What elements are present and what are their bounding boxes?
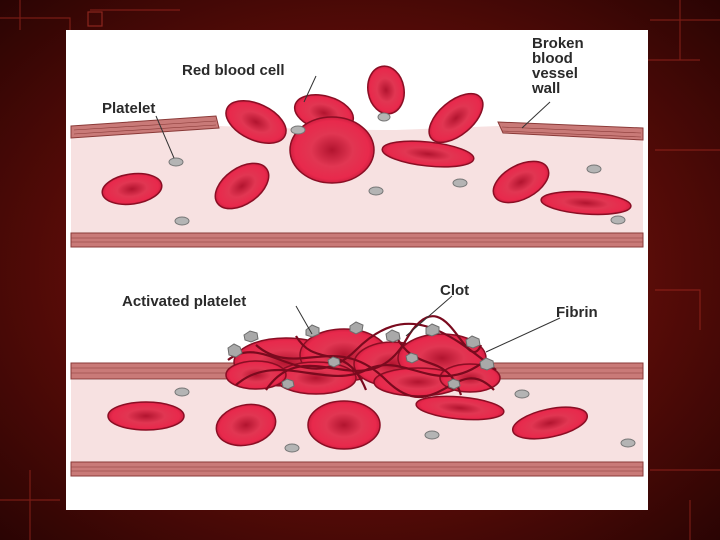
- platelet: [168, 157, 184, 167]
- red-blood-cell: [367, 65, 405, 115]
- platelet: [174, 216, 190, 226]
- top-wall-left: [70, 115, 220, 139]
- platelet: [290, 125, 306, 135]
- red-blood-cell: [214, 162, 270, 210]
- red-blood-cell: [428, 92, 484, 144]
- red-blood-cell: [540, 190, 632, 216]
- label-red-blood-cell: Red blood cell: [182, 62, 285, 79]
- red-blood-cell: [415, 395, 505, 421]
- platelet: [368, 186, 384, 196]
- red-blood-cell: [107, 401, 185, 431]
- platelet: [284, 443, 300, 453]
- top-red-blood-cells: [101, 65, 632, 216]
- red-blood-cell: [492, 160, 550, 204]
- red-blood-cell: [511, 406, 589, 440]
- red-blood-cell: [215, 403, 277, 447]
- red-blood-cell: [307, 400, 381, 450]
- platelet: [620, 438, 636, 448]
- platelet: [452, 178, 468, 188]
- top-wall-bottom: [70, 232, 644, 248]
- bottom-platelets: [174, 387, 636, 453]
- clot: [225, 315, 501, 399]
- red-blood-cell: [381, 140, 475, 168]
- platelet: [514, 389, 530, 399]
- platelet: [377, 112, 391, 122]
- label-platelet: Platelet: [102, 100, 155, 117]
- platelet: [586, 164, 602, 174]
- blood-clot-diagram: Red blood cell Platelet Broken blood ves…: [70, 35, 644, 477]
- bottom-labels: Activated platelet Clot Fibrin: [122, 282, 598, 353]
- activated-platelets: [227, 321, 495, 390]
- label-activated-platelet: Activated platelet: [122, 293, 246, 310]
- top-labels: Red blood cell Platelet Broken blood ves…: [102, 35, 584, 159]
- label-clot: Clot: [440, 282, 469, 299]
- bottom-wall-bottom: [70, 461, 644, 477]
- red-blood-cell: [289, 116, 375, 184]
- diagram-panel: Red blood cell Platelet Broken blood ves…: [66, 30, 648, 510]
- label-broken-wall-3: vessel: [532, 65, 578, 82]
- label-fibrin: Fibrin: [556, 304, 598, 321]
- red-blood-cell: [101, 172, 163, 206]
- label-broken-wall-1: Broken: [532, 35, 584, 52]
- top-vessel: [70, 115, 644, 248]
- platelet: [174, 387, 190, 397]
- label-broken-wall-2: blood: [532, 50, 573, 67]
- top-vessel-plasma: [71, 126, 643, 235]
- red-blood-cell: [225, 100, 287, 144]
- platelet: [610, 215, 626, 225]
- top-platelets: [168, 112, 626, 226]
- platelet: [424, 430, 440, 440]
- label-broken-wall-4: wall: [531, 80, 560, 97]
- bottom-red-blood-cells: [107, 395, 589, 450]
